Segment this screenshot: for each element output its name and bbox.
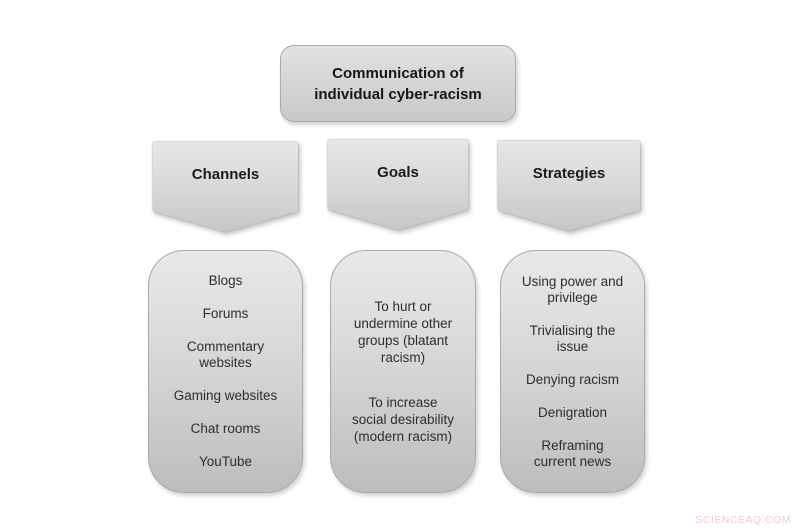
- strategies-list-box: Using power and privilege Trivialising t…: [500, 250, 645, 493]
- banner-strategies: Strategies: [498, 141, 640, 231]
- list-item: Blogs: [208, 273, 243, 288]
- list-item: Commentary websites: [186, 339, 265, 370]
- root-node: Communication of individual cyber-racism: [280, 45, 516, 122]
- list-item: Gaming websites: [173, 388, 278, 403]
- list-item: YouTube: [198, 454, 253, 469]
- banner-channels-label: Channels: [191, 165, 260, 183]
- banner-channels: Channels: [153, 142, 298, 232]
- banner-strategies-label: Strategies: [532, 164, 606, 182]
- banner-goals-label: Goals: [377, 163, 419, 181]
- list-item: Using power and privilege: [521, 273, 624, 305]
- list-item: Chat rooms: [190, 421, 261, 436]
- list-item: Denigration: [537, 404, 608, 420]
- list-item: Forums: [202, 306, 249, 321]
- list-item: Trivialising the issue: [529, 322, 616, 354]
- list-item: To increase social desirability (modern …: [351, 395, 455, 444]
- list-item: Denying racism: [525, 371, 620, 387]
- list-item: Reframing current news: [533, 437, 612, 469]
- banner-goals: Goals: [328, 140, 468, 230]
- goals-list-box: To hurt or undermine other groups (blata…: [330, 250, 476, 493]
- banner-strategies-shape: Strategies: [498, 141, 640, 231]
- banner-channels-shape: Channels: [153, 142, 298, 232]
- watermark: SCIENCEAQ.COM: [695, 514, 791, 526]
- list-item: To hurt or undermine other groups (blata…: [353, 299, 453, 365]
- banner-goals-shape: Goals: [328, 140, 468, 230]
- channels-list-box: Blogs Forums Commentary websites Gaming …: [148, 250, 303, 493]
